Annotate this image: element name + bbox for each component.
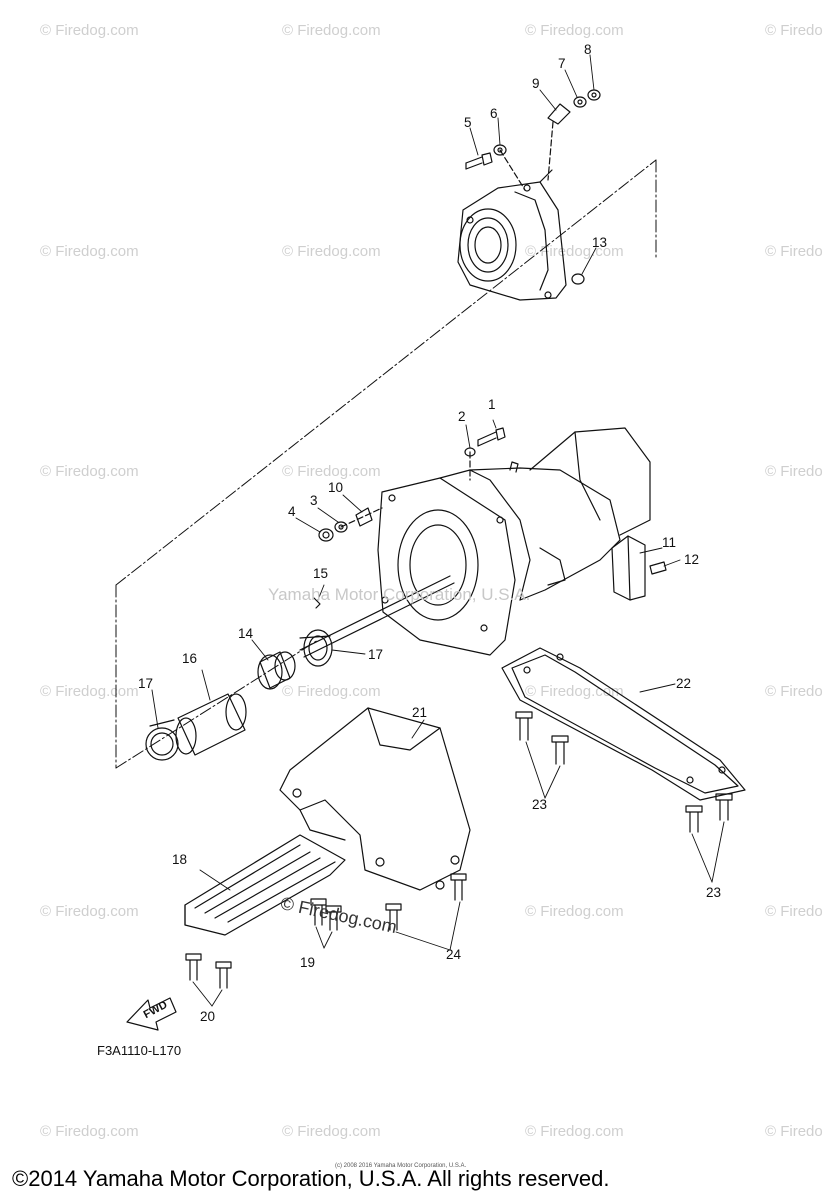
bearing-housing [457, 169, 567, 301]
watermark: © Firedog.com [525, 1123, 624, 1140]
leader-lines [151, 54, 725, 1007]
coupling-parts [145, 629, 333, 761]
callout-6: 6 [490, 106, 498, 121]
callout-2: 2 [458, 409, 466, 424]
callout-21: 21 [412, 705, 428, 720]
drive-shaft [299, 575, 455, 658]
callout-17: 17 [138, 676, 154, 691]
callout-5: 5 [464, 115, 472, 130]
center-watermark: Yamaha Motor Corporation, U.S.A. [268, 585, 531, 604]
watermark: © Firedog.com [282, 1123, 381, 1140]
callout-24: 24 [446, 947, 462, 962]
callout-16: 16 [182, 651, 198, 666]
watermark: © Firedog.com [765, 1123, 823, 1140]
callout-12: 12 [684, 552, 700, 567]
watermark: © Firedog.com [282, 22, 381, 39]
callout-10: 10 [328, 480, 344, 495]
callout-19: 19 [300, 955, 316, 970]
callout-13: 13 [592, 235, 608, 250]
housing-fasteners [318, 427, 506, 542]
callout-3: 3 [310, 493, 318, 508]
fwd-arrow [126, 997, 177, 1031]
callout-11: 11 [662, 535, 677, 550]
watermark: © Firedog.com [765, 903, 823, 920]
bolts-small [185, 873, 467, 989]
watermark: © Firedog.com [282, 463, 381, 480]
part-code: F3A1110-L170 [97, 1043, 182, 1058]
watermark: © Firedog.com [765, 463, 823, 480]
watermark: © Firedog.com [525, 243, 624, 260]
watermark: © Firedog.com [40, 463, 139, 480]
callout-9: 9 [532, 76, 540, 91]
copyright-notice: ©2014 Yamaha Motor Corporation, U.S.A. A… [12, 1166, 610, 1191]
watermark: © Firedog.com [40, 683, 139, 700]
callout-23: 23 [706, 885, 722, 900]
grate-18 [184, 834, 346, 936]
callout-15: 15 [313, 566, 329, 581]
callout-8: 8 [584, 42, 592, 57]
assembly-boundary [115, 159, 657, 769]
callout-7: 7 [558, 56, 566, 71]
watermark: © Firedog.com [525, 903, 624, 920]
watermark: © Firedog.com [765, 683, 823, 700]
small-copyright: (c) 2008 2016 Yamaha Motor Corporation, … [335, 1163, 467, 1169]
callout-23: 23 [532, 797, 548, 812]
callout-4: 4 [288, 504, 296, 519]
watermark: © Firedog.com [40, 1123, 139, 1140]
watermark: © Firedog.com [282, 683, 381, 700]
callout-20: 20 [200, 1009, 216, 1024]
upper-fasteners [465, 89, 601, 285]
watermark: © Firedog.com [40, 903, 139, 920]
bolts-23 [515, 711, 733, 833]
callout-1: 1 [488, 397, 496, 412]
watermark: © Firedog.com [765, 22, 823, 39]
watermark: © Firedog.com [765, 243, 823, 260]
callout-17: 17 [368, 647, 384, 662]
watermark: © Firedog.com [40, 243, 139, 260]
bracket-11 [611, 535, 667, 601]
callout-14: 14 [238, 626, 254, 641]
pump-housing [377, 427, 651, 656]
watermark: © Firedog.com [282, 243, 381, 260]
callout-18: 18 [172, 852, 188, 867]
callout-22: 22 [676, 676, 692, 691]
intake-duct-21 [279, 707, 471, 891]
plate-22 [501, 647, 746, 801]
watermark: © Firedog.com [525, 22, 624, 39]
watermark: © Firedog.com [40, 22, 139, 39]
